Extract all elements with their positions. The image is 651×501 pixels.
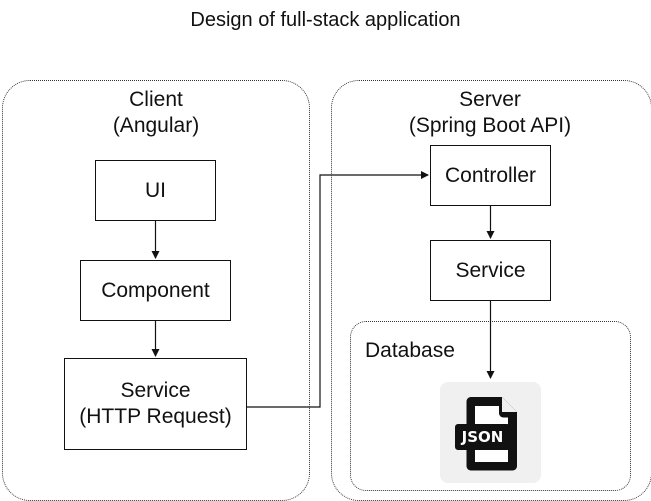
client-service-label-group: Service (HTTP Request) <box>79 378 232 430</box>
controller-label: Controller <box>444 163 537 187</box>
json-file-icon: JSON <box>440 382 541 483</box>
client-service-label-line-2: (HTTP Request) <box>79 405 232 428</box>
server-service-box: Service <box>430 240 551 301</box>
server-heading-line-2: (Spring Boot API) <box>408 114 572 137</box>
server-heading: Server (Spring Boot API) <box>386 87 594 139</box>
json-file-icon-graphic: JSON <box>440 382 541 483</box>
component-label: Component <box>101 278 210 302</box>
ui-box: UI <box>95 160 216 221</box>
client-service-label-line-1: Service <box>120 379 191 402</box>
server-heading-line-1: Server <box>459 88 521 111</box>
database-heading: Database <box>365 339 455 362</box>
controller-box: Controller <box>430 145 551 206</box>
client-heading-line-2: (Angular) <box>112 114 200 137</box>
server-service-label: Service <box>455 258 526 282</box>
ui-label: UI <box>145 178 166 202</box>
client-service-box: Service (HTTP Request) <box>64 358 247 450</box>
diagram-title: Design of full-stack application <box>190 9 461 31</box>
client-heading-line-1: Client <box>129 88 183 111</box>
component-box: Component <box>80 260 231 321</box>
json-icon-text: JSON <box>461 428 504 446</box>
http-request-arrow <box>247 171 429 408</box>
client-heading: Client (Angular) <box>56 87 256 139</box>
